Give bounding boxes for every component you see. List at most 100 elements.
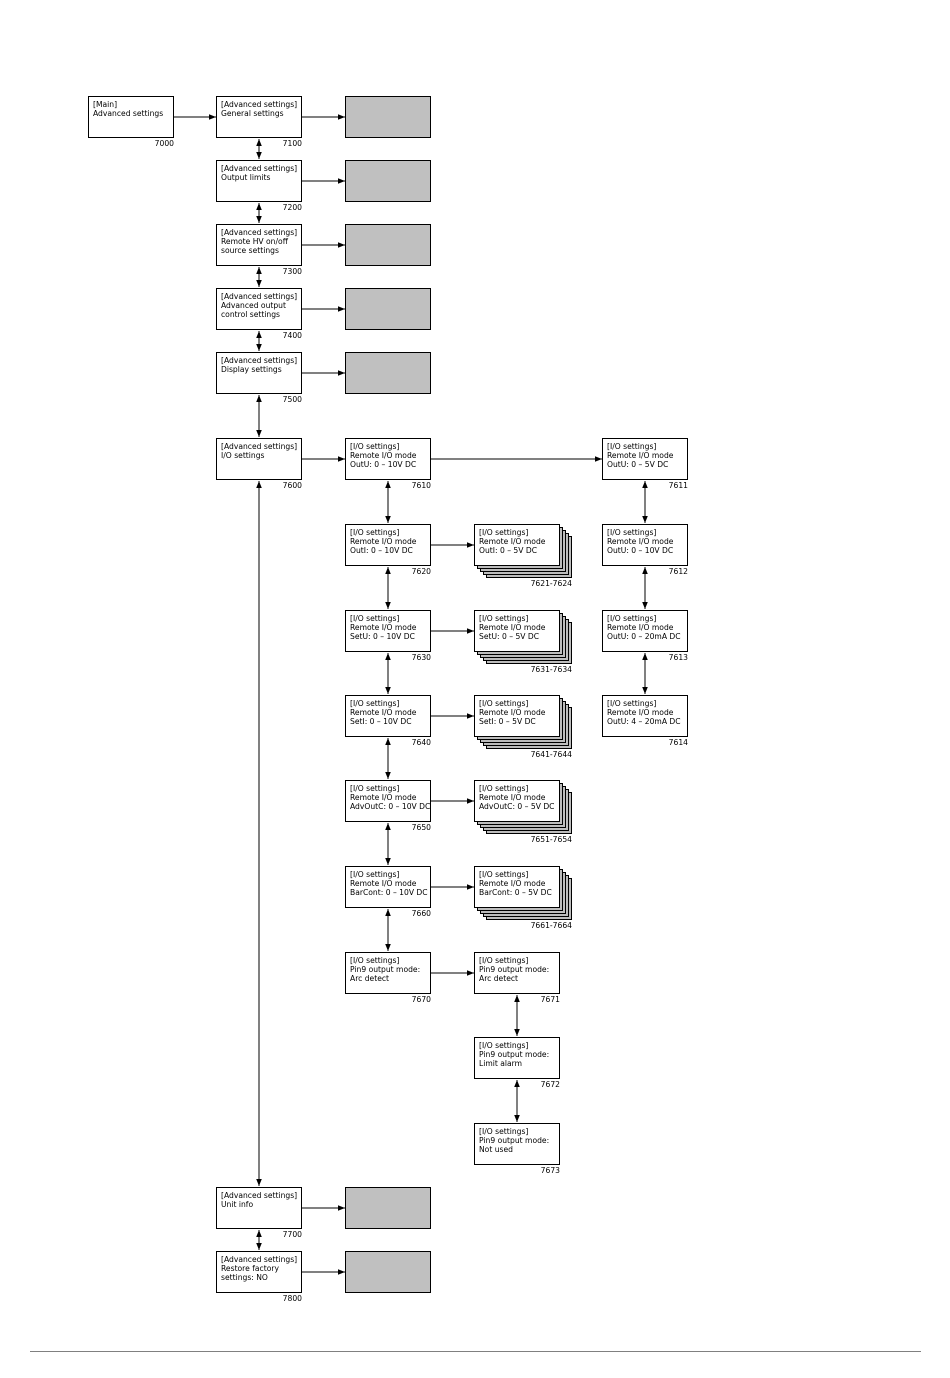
node-pin9-7672[interactable]: [I/O settings]Pin9 output mode:Limit ala… bbox=[474, 1037, 560, 1079]
node-io-7630-number: 7630 bbox=[411, 653, 431, 662]
node-advanced-7700[interactable]: [Advanced settings]Unit info bbox=[216, 1187, 302, 1229]
node-io-stack-7621-7624-number: 7621-7624 bbox=[530, 579, 572, 588]
node-io-7630-line-3: SetU: 0 – 10V DC bbox=[350, 632, 415, 641]
node-advanced-7800-line-3: settings: NO bbox=[221, 1273, 268, 1282]
node-pin9-7673-line-3: Not used bbox=[479, 1145, 513, 1154]
node-io-stack-7631-7634-line-2: Remote I/O mode bbox=[479, 623, 546, 632]
node-pin9-7673[interactable]: [I/O settings]Pin9 output mode:Not used bbox=[474, 1123, 560, 1165]
node-io-stack-7651-7654-number: 7651-7654 bbox=[530, 835, 572, 844]
node-pin9-7671-line-2: Pin9 output mode: bbox=[479, 965, 550, 974]
node-advanced-7300-line-1: [Advanced settings] bbox=[221, 228, 298, 237]
node-advanced-7700-number: 7700 bbox=[282, 1230, 302, 1239]
node-io-stack-7641-7644-number: 7641-7644 bbox=[530, 750, 572, 759]
node-advanced-7100[interactable]: [Advanced settings]General settings bbox=[216, 96, 302, 138]
submenu-placeholder-7400 bbox=[345, 288, 431, 330]
submenu-placeholder-7200 bbox=[345, 160, 431, 202]
node-io-7660-line-3: BarCont: 0 – 10V DC bbox=[350, 888, 428, 897]
node-io-stack-7641-7644-line-1: [I/O settings] bbox=[479, 699, 529, 708]
submenu-placeholder-7500 bbox=[345, 352, 431, 394]
node-io-7670-line-2: Pin9 output mode: bbox=[350, 965, 421, 974]
node-io-7610-line-3: OutU: 0 – 10V DC bbox=[350, 460, 417, 469]
node-advanced-7400-number: 7400 bbox=[282, 331, 302, 340]
node-advanced-7500-line-2: Display settings bbox=[221, 365, 282, 374]
node-io-7620-line-3: OutI: 0 – 10V DC bbox=[350, 546, 413, 555]
node-outu-7611-number: 7611 bbox=[668, 481, 688, 490]
node-io-stack-7641-7644-line-3: SetI: 0 – 5V DC bbox=[479, 717, 536, 726]
node-pin9-7672-line-1: [I/O settings] bbox=[479, 1041, 529, 1050]
node-pin9-7672-number: 7672 bbox=[540, 1080, 560, 1089]
node-advanced-7300-line-3: source settings bbox=[221, 246, 279, 255]
node-advanced-7500-number: 7500 bbox=[282, 395, 302, 404]
node-io-7660-number: 7660 bbox=[411, 909, 431, 918]
node-io-7660-line-2: Remote I/O mode bbox=[350, 879, 417, 888]
node-io-7610-line-1: [I/O settings] bbox=[350, 442, 400, 451]
node-advanced-7800-line-2: Restore factory bbox=[221, 1264, 279, 1273]
node-io-stack-7661-7664-number: 7661-7664 bbox=[530, 921, 572, 930]
node-advanced-7600[interactable]: [Advanced settings]I/O settings bbox=[216, 438, 302, 480]
node-advanced-7400-line-2: Advanced output bbox=[221, 301, 286, 310]
node-io-stack-7621-7624-line-1: [I/O settings] bbox=[479, 528, 529, 537]
node-outu-7613-line-1: [I/O settings] bbox=[607, 614, 657, 623]
node-main-advanced-settings[interactable]: [Main]Advanced settings bbox=[88, 96, 174, 138]
node-advanced-7600-line-1: [Advanced settings] bbox=[221, 442, 298, 451]
node-io-7640-number: 7640 bbox=[411, 738, 431, 747]
node-main-advanced-settings-line-1: [Main] bbox=[93, 100, 118, 109]
node-outu-7614-line-1: [I/O settings] bbox=[607, 699, 657, 708]
node-outu-7613-line-2: Remote I/O mode bbox=[607, 623, 674, 632]
node-pin9-7671-line-3: Arc detect bbox=[479, 974, 519, 983]
node-outu-7612-line-2: Remote I/O mode bbox=[607, 537, 674, 546]
node-io-7630-line-1: [I/O settings] bbox=[350, 614, 400, 623]
node-advanced-7100-line-1: [Advanced settings] bbox=[221, 100, 298, 109]
node-advanced-7800-line-1: [Advanced settings] bbox=[221, 1255, 298, 1264]
node-advanced-7700-line-1: [Advanced settings] bbox=[221, 1191, 298, 1200]
node-io-7670[interactable]: [I/O settings]Pin9 output mode:Arc detec… bbox=[345, 952, 431, 994]
node-outu-7614-line-2: Remote I/O mode bbox=[607, 708, 674, 717]
node-io-7630-line-2: Remote I/O mode bbox=[350, 623, 417, 632]
node-advanced-7300-number: 7300 bbox=[282, 267, 302, 276]
node-advanced-7300-line-2: Remote HV on/off bbox=[221, 237, 288, 246]
node-advanced-7500[interactable]: [Advanced settings]Display settings bbox=[216, 352, 302, 394]
node-io-7660-line-1: [I/O settings] bbox=[350, 870, 400, 879]
node-advanced-7500-line-1: [Advanced settings] bbox=[221, 356, 298, 365]
node-advanced-7200[interactable]: [Advanced settings]Output limits bbox=[216, 160, 302, 202]
node-io-stack-7651-7654-line-1: [I/O settings] bbox=[479, 784, 529, 793]
node-io-stack-7651-7654-line-3: AdvOutC: 0 – 5V DC bbox=[479, 802, 555, 811]
node-io-stack-7661-7664-line-2: Remote I/O mode bbox=[479, 879, 546, 888]
node-main-advanced-settings-line-2: Advanced settings bbox=[93, 109, 164, 118]
node-io-7670-number: 7670 bbox=[411, 995, 431, 1004]
node-io-7650-number: 7650 bbox=[411, 823, 431, 832]
node-io-7650-line-1: [I/O settings] bbox=[350, 784, 400, 793]
node-advanced-7600-line-2: I/O settings bbox=[221, 451, 265, 460]
footer-divider bbox=[30, 1351, 921, 1352]
node-io-7610-line-2: Remote I/O mode bbox=[350, 451, 417, 460]
node-io-7620-line-2: Remote I/O mode bbox=[350, 537, 417, 546]
node-pin9-7671-line-1: [I/O settings] bbox=[479, 956, 529, 965]
node-outu-7612-number: 7612 bbox=[668, 567, 688, 576]
node-pin9-7673-number: 7673 bbox=[540, 1166, 560, 1175]
node-io-7640-line-3: SetI: 0 – 10V DC bbox=[350, 717, 412, 726]
node-advanced-7400-line-1: [Advanced settings] bbox=[221, 292, 298, 301]
node-pin9-7671[interactable]: [I/O settings]Pin9 output mode:Arc detec… bbox=[474, 952, 560, 994]
node-pin9-7672-line-2: Pin9 output mode: bbox=[479, 1050, 550, 1059]
node-advanced-7200-number: 7200 bbox=[282, 203, 302, 212]
node-io-7620-line-1: [I/O settings] bbox=[350, 528, 400, 537]
